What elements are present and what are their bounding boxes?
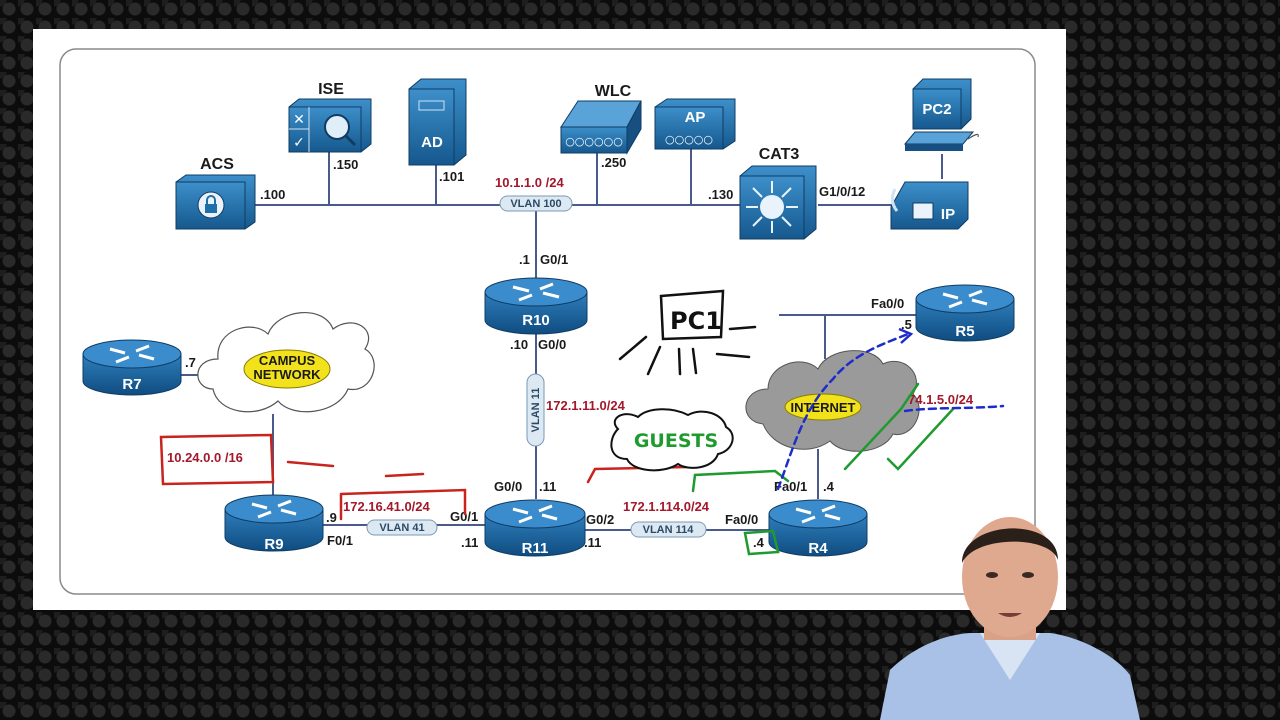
r10-bottom-host-id: .10 bbox=[510, 337, 528, 352]
svg-text:○○○○○: ○○○○○ bbox=[665, 133, 713, 146]
router-arrows-icon bbox=[512, 282, 560, 302]
r10-router: R10 .1 G0/1 .10 G0/0 bbox=[484, 252, 588, 352]
internet-cloud: INTERNET bbox=[745, 350, 920, 452]
pc1-sketch: PC1 bbox=[618, 289, 757, 376]
r11-router: R11 G0/0 .11 G0/1 .11 G0/2 .11 bbox=[450, 479, 614, 557]
r5-fa00-label: Fa0/0 bbox=[871, 296, 904, 311]
ise-host-id: .150 bbox=[333, 157, 358, 172]
r9-host-id: .9 bbox=[326, 510, 337, 525]
subnet-vlan11: 172.1.11.0/24 bbox=[546, 398, 626, 413]
r5-host-id: .5 bbox=[901, 317, 912, 332]
wlc-host-id: .250 bbox=[601, 155, 626, 170]
ap-device: AP ○○○○○ bbox=[654, 98, 736, 150]
ip-phone-device: IP bbox=[890, 181, 969, 230]
r11-g00-label: G0/0 bbox=[494, 479, 522, 494]
r4-top-host-id: .4 bbox=[823, 479, 835, 494]
ad-label: AD bbox=[421, 134, 443, 151]
r7-label: R7 bbox=[122, 376, 141, 393]
cat3-label: CAT3 bbox=[759, 146, 800, 163]
blue-annotations bbox=[776, 332, 1005, 491]
r11-top-host-id: .11 bbox=[539, 479, 556, 494]
wlc-label: WLC bbox=[595, 83, 632, 100]
r7-router: R7 .7 bbox=[82, 339, 196, 396]
slide: VLAN 100 VLAN 11 VLAN 41 VLAN 114 ACS .1… bbox=[33, 29, 1066, 610]
r10-top-host-id: .1 bbox=[519, 252, 530, 267]
ap-label: AP bbox=[685, 109, 706, 126]
vlan-41-label: VLAN 41 bbox=[379, 522, 424, 534]
r9-label: R9 bbox=[264, 536, 283, 553]
pc2-device: PC2 bbox=[903, 78, 979, 151]
vlan-114-label: VLAN 114 bbox=[643, 524, 695, 536]
ad-host-id: .101 bbox=[439, 169, 464, 184]
ip-phone-label: IP bbox=[941, 206, 955, 223]
r4-fa00-label: Fa0/0 bbox=[725, 512, 758, 527]
internet-label: INTERNET bbox=[791, 400, 856, 415]
presenter-video bbox=[880, 517, 1140, 720]
r4-router: R4 Fa0/1 .4 Fa0/0 .4 bbox=[725, 479, 868, 557]
vlan-11-label: VLAN 11 bbox=[530, 388, 542, 433]
ise-device: ISE ✕ ✓ .150 bbox=[288, 81, 372, 172]
r11-right-host-id: .11 bbox=[584, 535, 601, 550]
vlan-114-pill: VLAN 114 bbox=[630, 521, 707, 538]
blue-arrowhead-icon bbox=[898, 327, 914, 344]
ad-server: AD .101 bbox=[408, 78, 467, 184]
wlc-device: WLC ○○○○○○ .250 bbox=[560, 83, 642, 170]
subnet-vlan100: 10.1.1.0 /24 bbox=[495, 175, 564, 190]
vlan-41-pill: VLAN 41 bbox=[366, 519, 438, 536]
magnifier-icon bbox=[324, 114, 350, 140]
r4-left-host-id: .4 bbox=[753, 535, 765, 550]
subnet-vlan41: 172.16.41.0/24 bbox=[343, 499, 431, 514]
presenter-face bbox=[962, 517, 1058, 637]
r11-left-host-id: .11 bbox=[461, 535, 478, 550]
guests-label: GUESTS bbox=[634, 430, 718, 452]
cat3-switch: CAT3 .130 G1/0/12 bbox=[708, 146, 865, 240]
cat3-host-id: .130 bbox=[708, 187, 733, 202]
r10-label: R10 bbox=[522, 312, 550, 329]
r5-label: R5 bbox=[955, 323, 974, 340]
r7-host-id: .7 bbox=[185, 355, 196, 370]
check-icon: ✓ bbox=[293, 135, 305, 151]
presenter-hair bbox=[962, 528, 1058, 563]
guests-sketch: GUESTS bbox=[610, 408, 734, 472]
campus-label-line2: NETWORK bbox=[253, 367, 321, 382]
r9-f01-label: F0/1 bbox=[327, 533, 353, 548]
campus-network-cloud: CAMPUS NETWORK bbox=[197, 312, 375, 413]
pc1-label: PC1 bbox=[670, 307, 722, 335]
vlan-100-label: VLAN 100 bbox=[510, 198, 561, 210]
red-annotations bbox=[159, 433, 690, 521]
pc2-label: PC2 bbox=[922, 101, 951, 118]
vlan-100-pill: VLAN 100 bbox=[499, 195, 573, 212]
r4-fa01-label: Fa0/1 bbox=[774, 479, 807, 494]
r4-label: R4 bbox=[808, 540, 828, 557]
subnet-internet: 74.1.5.0/24 bbox=[908, 392, 974, 407]
cat3-port-label: G1/0/12 bbox=[819, 184, 865, 199]
network-diagram: VLAN 100 VLAN 11 VLAN 41 VLAN 114 ACS .1… bbox=[59, 48, 1036, 595]
subnet-campus: 10.24.0.0 /16 bbox=[167, 450, 243, 465]
r10-g01-label: G0/1 bbox=[540, 252, 568, 267]
r10-g00-label: G0/0 bbox=[538, 337, 566, 352]
r9-router: R9 .9 F0/1 bbox=[224, 494, 353, 553]
r11-g02-label: G0/2 bbox=[586, 512, 614, 527]
campus-label-line1: CAMPUS bbox=[259, 353, 316, 368]
acs-label: ACS bbox=[200, 156, 234, 173]
ise-label: ISE bbox=[318, 81, 344, 98]
acs-host-id: .100 bbox=[260, 187, 285, 202]
r11-g01-label: G0/1 bbox=[450, 509, 478, 524]
subnet-vlan114: 172.1.114.0/24 bbox=[623, 499, 710, 514]
acs-device: ACS .100 bbox=[175, 156, 285, 230]
r11-label: R11 bbox=[522, 540, 549, 557]
x-icon: ✕ bbox=[293, 112, 305, 128]
svg-text:○○○○○○: ○○○○○○ bbox=[565, 135, 623, 148]
vlan-11-pill: VLAN 11 bbox=[526, 373, 545, 447]
r5-router: R5 Fa0/0 .5 bbox=[871, 284, 1015, 342]
